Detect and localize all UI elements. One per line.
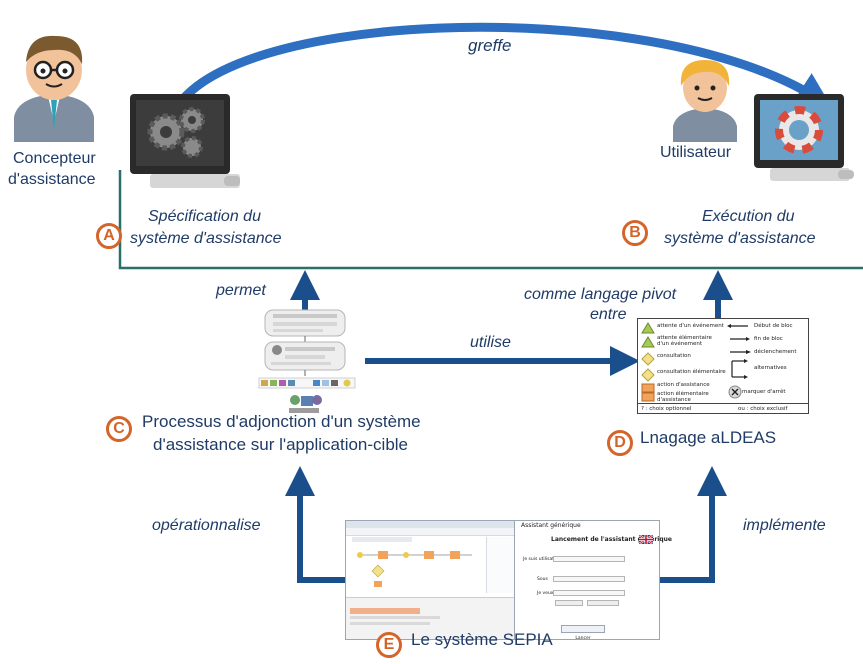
user-avatar-icon	[673, 60, 737, 142]
designer-label-line1: Concepteur	[13, 150, 96, 167]
designer-computer-icon	[130, 94, 240, 188]
uk-flag-icon	[639, 535, 653, 544]
aldeas-legend-box: attente d'un événement attente élémentai…	[637, 318, 809, 414]
legend-right-1: fin de bloc	[754, 336, 783, 342]
legend-divider	[638, 403, 808, 404]
node-b-line1: Exécution du	[702, 208, 795, 225]
sepia-editor-toolbar	[346, 528, 516, 536]
label-implemente: implémente	[743, 517, 826, 534]
greffe-curve	[165, 22, 833, 130]
sepia-log-panel	[346, 597, 516, 639]
label-operationnalise: opérationnalise	[152, 517, 261, 534]
dialog-field1-input[interactable]	[553, 556, 625, 562]
baseline-line	[118, 170, 863, 270]
legend-footer-right: ou : choix exclusif	[738, 406, 788, 412]
legend-left-2: d'un événement	[657, 341, 702, 347]
node-c-line1: Processus d'adjonction d'un système	[142, 412, 421, 431]
badge-a: A	[96, 223, 122, 249]
legend-footer-left: ? : choix optionnel	[641, 406, 692, 412]
label-pivot-line1: comme langage pivot	[524, 286, 677, 303]
legend-left-4: consultation élémentaire	[657, 369, 726, 375]
dialog-field1-label: Je suis utilisateur	[523, 557, 562, 562]
legend-left-1: attente élémentaire	[657, 335, 712, 341]
legend-left-7: d'assistance	[657, 397, 691, 403]
designer-label-line2: d'assistance	[8, 171, 96, 188]
legend-glyphs-left	[641, 322, 655, 402]
badge-b: B	[622, 220, 648, 246]
node-e-label: Le système SEPIA	[411, 630, 553, 649]
legend-right-0: Début de bloc	[754, 323, 793, 329]
legend-left-3: consultation	[657, 353, 691, 359]
legend-right-2: déclenchement	[754, 349, 797, 355]
sepia-launch-dialog: Assistant générique Lancement de l'assis…	[514, 520, 672, 641]
legend-left-6: action élémentaire	[657, 391, 709, 397]
process-diagram-thumbnail	[258, 309, 356, 413]
sepia-log-row	[350, 622, 430, 625]
dialog-sub-button-2[interactable]	[587, 600, 619, 606]
dialog-field3-input[interactable]	[553, 590, 625, 596]
legend-glyphs-right	[727, 324, 751, 399]
node-a-line1: Spécification du	[148, 208, 261, 225]
badge-c: C	[106, 416, 132, 442]
label-utilise: utilise	[470, 334, 511, 351]
sepia-properties-panel	[486, 537, 514, 593]
sepia-editor-tabs	[352, 537, 412, 542]
greffe-label: greffe	[468, 36, 512, 55]
dialog-sub-button-1[interactable]	[555, 600, 583, 606]
node-d-label: Lnagage aLDEAS	[640, 428, 777, 447]
dialog-field3-label: Je veux	[537, 591, 554, 596]
arrow-operationnalise	[285, 466, 345, 583]
legend-right-4: marquer d'arrêt	[742, 389, 786, 395]
user-computer-icon	[754, 94, 854, 181]
dialog-launch-label: Lancer	[575, 636, 591, 641]
sepia-log-highlight	[350, 608, 420, 614]
sepia-editor-titlebar	[346, 521, 516, 528]
legend-left-0: attente d'un événement	[657, 323, 724, 329]
label-pivot-line2: entre	[590, 306, 627, 323]
node-b-line2: système d'assistance	[664, 230, 816, 247]
dialog-field2-label: Sous	[537, 577, 548, 582]
badge-d: D	[607, 430, 633, 456]
arrow-implemente	[660, 466, 727, 583]
dialog-launch-button[interactable]: Lancer	[561, 625, 605, 641]
badge-e: E	[376, 632, 402, 658]
sepia-log-row	[350, 616, 440, 619]
designer-avatar-icon	[14, 35, 94, 142]
sepia-editor-window	[345, 520, 517, 640]
node-c-line2: d'assistance sur l'application-cible	[153, 435, 409, 454]
legend-right-3: alternatives	[754, 365, 787, 371]
sepia-flow-graph	[357, 551, 472, 587]
legend-left-5: action d'assistance	[657, 382, 710, 388]
dialog-heading: Lancement de l'assistant générique	[551, 536, 672, 543]
user-label: Utilisateur	[660, 144, 732, 161]
node-a-line2: système d'assistance	[130, 230, 282, 247]
dialog-title: Assistant générique	[521, 522, 581, 529]
label-permet: permet	[216, 282, 266, 299]
dialog-field2-input[interactable]	[553, 576, 625, 582]
